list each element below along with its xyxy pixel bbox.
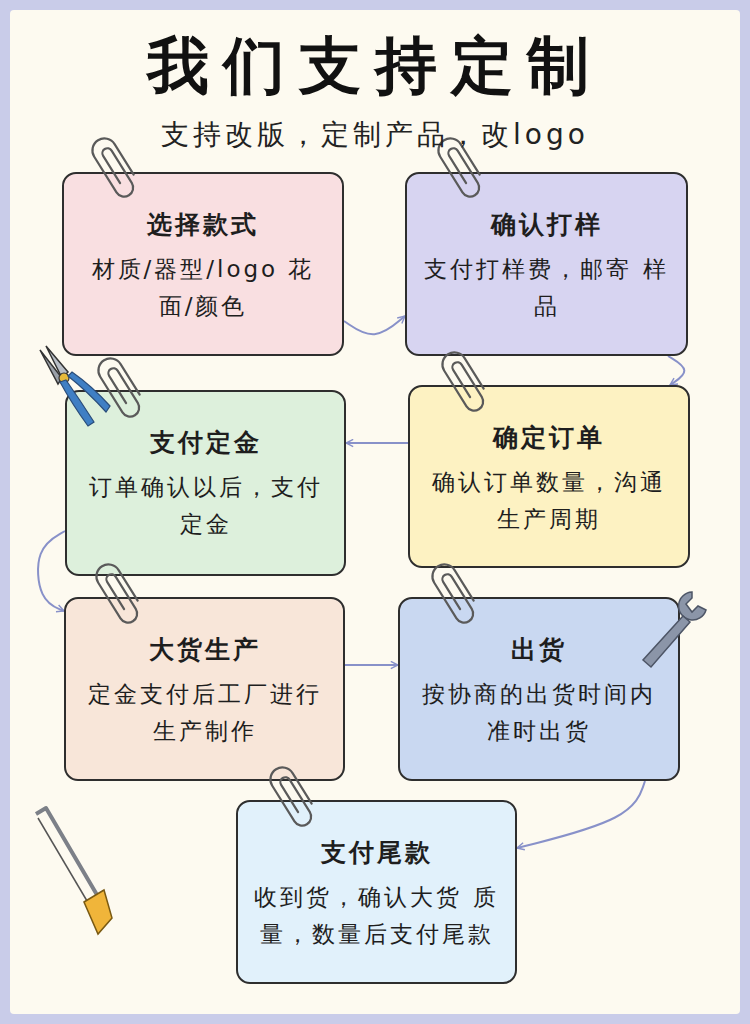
paperclip	[88, 134, 142, 200]
step-heading: 大货生产	[78, 633, 331, 666]
step-description: 收到货，确认大货 质量，数量后支付尾款	[250, 879, 503, 953]
paperclip	[92, 560, 146, 626]
subtitle: 支持改版，定制产品，改logo	[20, 116, 730, 154]
wrench-icon	[643, 592, 706, 667]
paperclip	[94, 354, 148, 420]
process-box: 确定订单确认订单数量，沟通 生产周期	[408, 385, 690, 568]
pliers-jaw	[46, 346, 68, 378]
flow-arrow	[345, 664, 398, 666]
paperclip	[266, 763, 320, 829]
pliers-handle	[60, 380, 94, 426]
pliers-pivot	[59, 373, 69, 383]
step-heading: 确定订单	[422, 421, 676, 454]
flow-arrow	[346, 442, 408, 444]
saw-handle	[84, 890, 112, 934]
step-heading: 出货	[412, 633, 666, 666]
process-box: 出货按协商的出货时间内 准时出货	[398, 597, 680, 781]
paperclip	[428, 560, 482, 626]
paperclip	[438, 348, 492, 414]
pliers-icon	[40, 346, 110, 426]
step-heading: 支付尾款	[250, 836, 503, 869]
step-heading: 确认打样	[419, 208, 674, 241]
process-box: 支付定金订单确认以后，支付 定金	[65, 390, 346, 576]
wrench-handle	[643, 616, 690, 667]
step-description: 材质/器型/logo 花面/颜色	[76, 251, 330, 325]
page-title: 我们支持定制	[20, 32, 730, 100]
flow-arrow	[517, 781, 645, 848]
step-description: 按协商的出货时间内 准时出货	[412, 676, 666, 750]
step-description: 支付打样费，邮寄 样品	[419, 251, 674, 325]
pliers-handle	[68, 372, 110, 412]
saw-blade	[38, 818, 90, 906]
step-description: 定金支付后工厂进行 生产制作	[78, 676, 331, 750]
process-box: 确认打样支付打样费，邮寄 样品	[405, 172, 688, 356]
flow-arrow	[344, 316, 405, 334]
saw-frame	[36, 808, 100, 900]
saw-icon	[36, 808, 112, 934]
process-box: 选择款式材质/器型/logo 花面/颜色	[62, 172, 344, 356]
flow-arrow	[38, 531, 65, 611]
pliers-jaw	[40, 350, 62, 384]
flow-arrow	[668, 356, 684, 385]
step-description: 确认订单数量，沟通 生产周期	[422, 464, 676, 538]
process-box: 大货生产定金支付后工厂进行 生产制作	[64, 597, 345, 781]
wrench-head	[679, 592, 706, 620]
step-description: 订单确认以后，支付 定金	[79, 469, 332, 543]
step-heading: 支付定金	[79, 426, 332, 459]
process-box: 支付尾款收到货，确认大货 质量，数量后支付尾款	[236, 800, 517, 984]
step-heading: 选择款式	[76, 208, 330, 241]
